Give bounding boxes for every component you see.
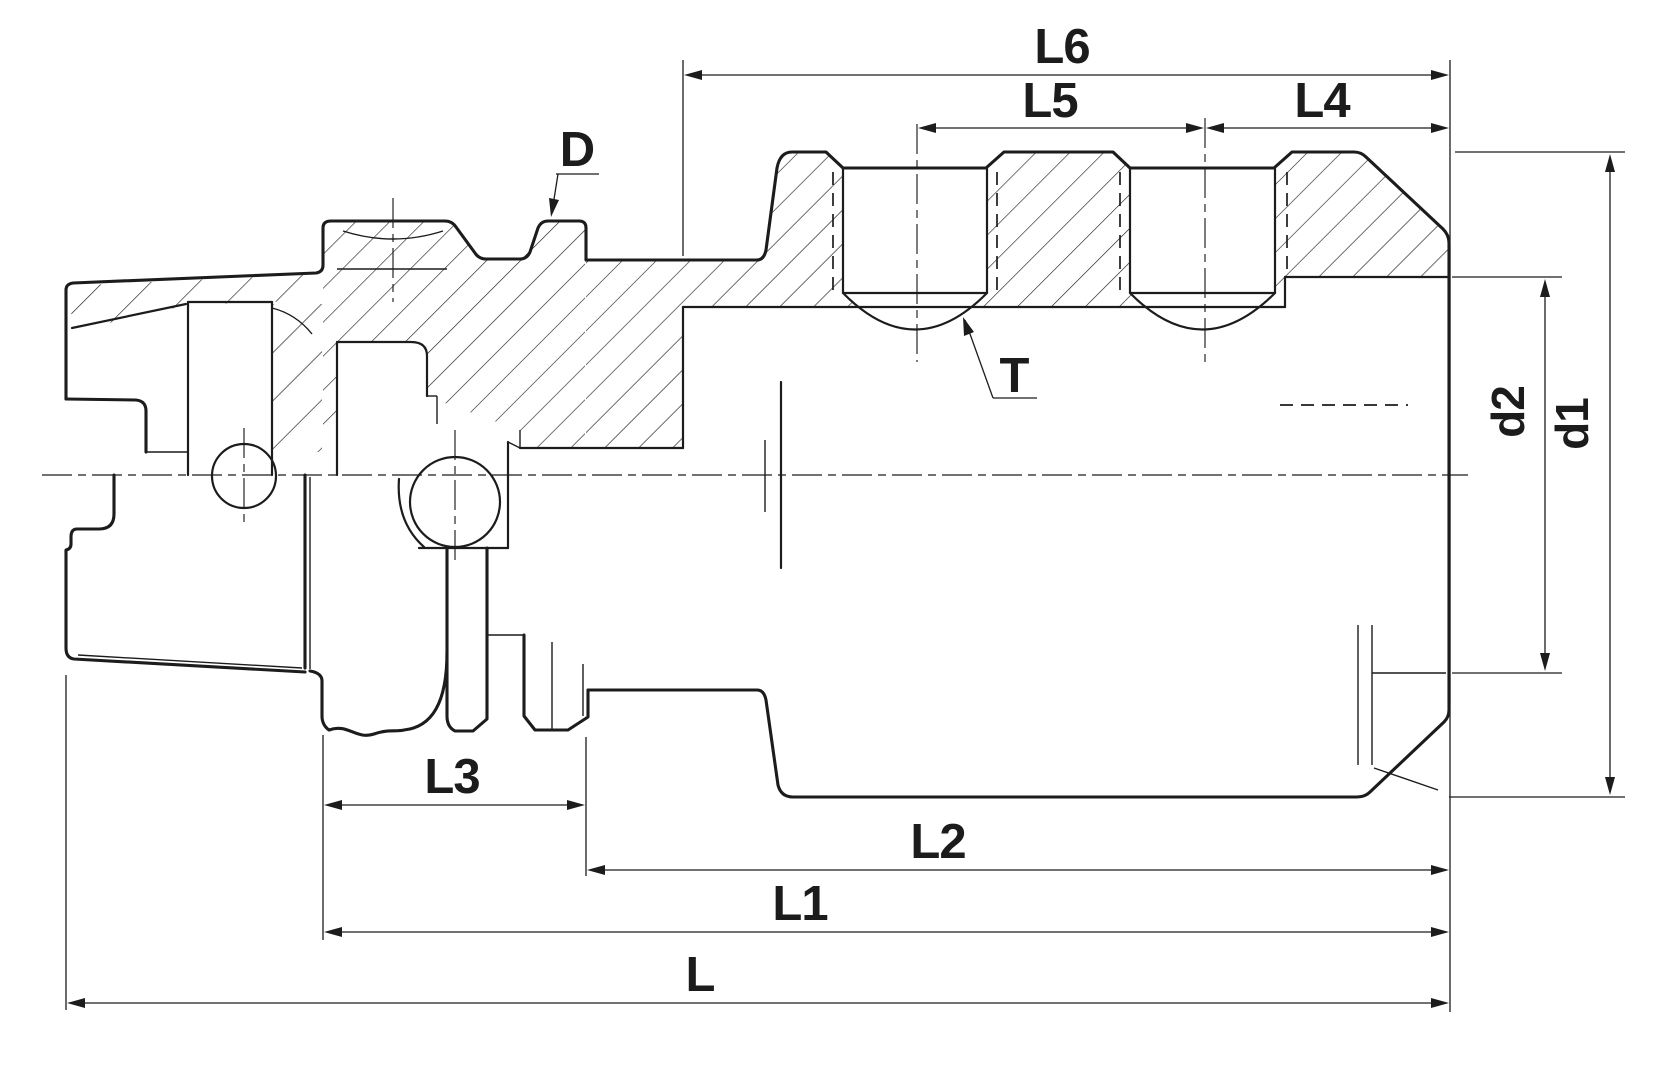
arrow-L1-right (1431, 927, 1449, 937)
arrow-D (549, 198, 559, 217)
arrow-L1-left (324, 927, 342, 937)
label-L: L (686, 948, 715, 1002)
arrow-d1-down (1605, 777, 1615, 795)
arrow-L4-right (1431, 123, 1449, 133)
label-L1: L1 (772, 877, 827, 931)
silhouette-upper (64, 150, 1451, 799)
pocket1-thread-dashes (832, 172, 998, 291)
dimension-L: L (67, 948, 1449, 1008)
rear-notch-upper (64, 397, 148, 454)
arrow-d2-up (1540, 279, 1550, 297)
drive-slot-hole (210, 442, 278, 510)
label-L2: L2 (910, 815, 965, 869)
arrow-L4-left (1206, 123, 1224, 133)
pocket2-thread-dashes (1119, 172, 1288, 291)
label-L6: L6 (1034, 20, 1089, 74)
dimension-L6: L6 (684, 20, 1449, 80)
hatch-body-block (586, 153, 1448, 448)
thread-pockets (832, 166, 1408, 406)
clamp-pocket (335, 340, 429, 477)
part-outline-lower (64, 473, 1446, 791)
hatch-web (272, 304, 322, 452)
drive-key (445, 546, 489, 733)
arrow-T (963, 317, 974, 336)
arrow-L5-left (918, 123, 936, 133)
dimension-T-leader: T (963, 317, 1037, 403)
pocket1-walls (841, 166, 989, 295)
shank-inner-wall (70, 302, 188, 330)
label-T: T (1000, 349, 1030, 403)
arrow-L6-right (1431, 70, 1449, 80)
ball-seat-arc (397, 477, 426, 549)
arrow-d1-up (1605, 154, 1615, 172)
arrow-L3-right (567, 800, 585, 810)
label-d1: d1 (1546, 398, 1598, 450)
dimension-L2: L2 (587, 815, 1449, 875)
dimension-L4: L4 (1206, 74, 1449, 133)
drive-lug (522, 633, 590, 732)
ball-seat-step (507, 430, 521, 449)
label-L3: L3 (424, 750, 479, 804)
centerlines (42, 118, 1468, 560)
arrow-L-right (1431, 998, 1449, 1008)
hatch-flange-block (323, 222, 585, 448)
rear-lower-profile (64, 473, 307, 674)
label-d2: d2 (1482, 386, 1534, 438)
pocket1-scallop-arc (841, 291, 989, 331)
dimension-L5: L5 (918, 74, 1204, 133)
arrow-L3-left (324, 800, 342, 810)
arrow-L-left (67, 998, 85, 1008)
dimension-L1: L1 (324, 877, 1449, 937)
rear-lower-inner-edge (77, 654, 303, 669)
bore-mouth-chamfer (1373, 767, 1439, 791)
arrow-L2-left (587, 865, 605, 875)
label-L4: L4 (1294, 74, 1350, 128)
flange-rim-break (308, 650, 449, 737)
web-fillet-arc (271, 307, 313, 335)
label-D: D (560, 123, 594, 177)
arrow-L5-right (1186, 123, 1204, 133)
dimension-d2: d2 (1482, 279, 1550, 671)
arrow-d2-down (1540, 653, 1550, 671)
dimension-extension-lines (65, 60, 1625, 1012)
section-hatching (67, 153, 1448, 452)
dimension-L3: L3 (324, 750, 585, 810)
dimension-d1: d1 (1546, 154, 1615, 795)
dimension-D-leader: D (549, 123, 599, 217)
part-outline-upper (64, 150, 1451, 799)
label-L5: L5 (1022, 74, 1077, 128)
arrow-L2-right (1431, 865, 1449, 875)
pocket2-walls (1128, 166, 1277, 295)
pocket2-scallop-arc (1128, 291, 1277, 331)
arrow-L6-left (684, 70, 702, 80)
